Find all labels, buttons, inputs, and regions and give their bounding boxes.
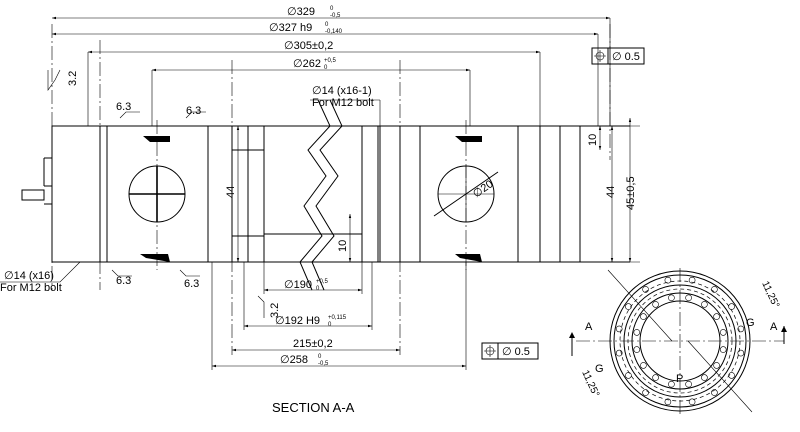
roughness-63-b: 6.3 (186, 105, 201, 117)
outer-bolt-hole (615, 325, 623, 333)
svg-text:0: 0 (328, 322, 332, 328)
inner-bolt-hole (633, 346, 641, 353)
svg-text:-0,5: -0,5 (330, 13, 341, 19)
outer-bolt-hole (711, 286, 718, 293)
inner-bolt-hole (719, 329, 727, 336)
roughness-63-a: 6.3 (116, 101, 131, 113)
angle-top: 11,25° (759, 280, 781, 310)
label-g-left: G (595, 363, 604, 375)
svg-text:∅ 0.5: ∅ 0.5 (502, 346, 530, 358)
inner-bolt-hole (652, 301, 659, 308)
bolt-holes (615, 276, 745, 406)
dimension-labels: ∅329 0 -0,5 ∅327 h9 0 -0,140 ∅305±0,2 ∅2… (0, 6, 637, 367)
dim-d305: ∅305±0,2 (284, 40, 333, 52)
roughness-32-a: 3.2 (67, 71, 79, 86)
inner-bolt-hole (640, 313, 647, 320)
svg-text:+0,5: +0,5 (324, 58, 337, 64)
svg-text:0: 0 (324, 65, 328, 71)
svg-text:+0,5: +0,5 (316, 279, 329, 285)
svg-text:∅ 0.5: ∅ 0.5 (612, 51, 640, 63)
roughness-symbols (47, 69, 265, 318)
outer-bolt-hole (737, 325, 745, 333)
svg-text:-0,5: -0,5 (318, 361, 329, 367)
outer-ring-right-flange (559, 125, 581, 263)
svg-text:0: 0 (330, 6, 334, 12)
roughness-63-d: 6.3 (184, 278, 199, 290)
svg-text:0: 0 (325, 22, 329, 28)
inner-bolt-hole (652, 374, 659, 381)
outer-bolt-hole (688, 276, 696, 284)
inner-bolt-hole (668, 294, 675, 302)
inner-bolt-hole (701, 301, 708, 308)
outer-bolt-hole (642, 286, 649, 293)
tolerance-frame-bottom: ∅ 0.5 (481, 342, 539, 360)
outer-bolt-hole (737, 349, 745, 357)
inner-bolt-hole (633, 329, 641, 336)
tolerance-frame-top: ∅ 0.5 (591, 47, 645, 65)
inner-ring-left-wall-2 (247, 125, 265, 263)
dim-height-10-top: 10 (587, 134, 599, 146)
outer-bolt-hole (664, 276, 672, 284)
inner-ring-right-wall (361, 125, 379, 263)
dim-d14-top: ∅14 (x16-1) (312, 85, 372, 97)
roughness-32-b: 3.2 (269, 303, 281, 318)
section-marker-a-left: A (585, 321, 593, 333)
outer-bolt-hole (615, 349, 623, 357)
outer-bolt-hole (642, 389, 649, 396)
dim-height-44-left: 44 (225, 186, 237, 198)
inner-bolt-hole (668, 380, 675, 388)
outer-bolt-hole (625, 372, 632, 379)
inner-bolt-hole (719, 346, 727, 353)
dim-d192: ∅192 H9 (275, 315, 320, 327)
dimension-lines (0, 16, 640, 370)
svg-text:+0,115: +0,115 (328, 315, 347, 321)
dim-d262: ∅262 (293, 58, 321, 70)
dim-d14-left-sub: For M12 bolt (0, 282, 62, 294)
grease-nipple (21, 185, 53, 205)
svg-text:-0,140: -0,140 (325, 29, 343, 35)
section-title: SECTION A-A (272, 400, 355, 415)
outer-ring-left-flange (51, 125, 101, 263)
roughness-63-c: 6.3 (116, 275, 131, 287)
outer-bolt-hole (711, 389, 718, 396)
outer-bolt-hole (625, 303, 632, 310)
inner-bolt-hole (685, 380, 692, 388)
outer-bolt-hole (688, 398, 696, 406)
label-g-right: G (746, 317, 755, 329)
outer-bolt-hole (728, 372, 735, 379)
dim-d190: ∅190 (284, 279, 312, 291)
inner-bolt-hole (713, 313, 720, 320)
dim-ball-d20: ∅20 (471, 178, 496, 200)
dim-d14-top-sub: For M12 bolt (312, 97, 374, 109)
outer-bolt-hole (664, 398, 672, 406)
dim-d329: ∅329 (287, 6, 315, 18)
dim-height-44-right: 44 (605, 186, 617, 198)
inner-bolt-hole (685, 294, 692, 302)
inner-bolt-hole (640, 362, 647, 369)
inner-bolt-hole (701, 374, 708, 381)
svg-text:0: 0 (316, 286, 320, 292)
dim-d215: 215±0,2 (293, 338, 333, 350)
outer-bolt-hole (728, 303, 735, 310)
svg-text:0: 0 (318, 354, 322, 360)
section-view (21, 24, 630, 355)
plan-view (569, 268, 787, 414)
dim-height-10-mid: 10 (337, 240, 349, 252)
section-marker-a-right: A (770, 321, 778, 333)
inner-bolt-hole (713, 362, 720, 369)
dim-d14-left: ∅14 (x16) (4, 270, 54, 282)
dim-d327: ∅327 h9 (269, 22, 312, 34)
dim-d258: ∅258 (280, 354, 308, 366)
label-p: P (676, 373, 683, 385)
dim-height-45: 45±0,5 (625, 176, 637, 210)
